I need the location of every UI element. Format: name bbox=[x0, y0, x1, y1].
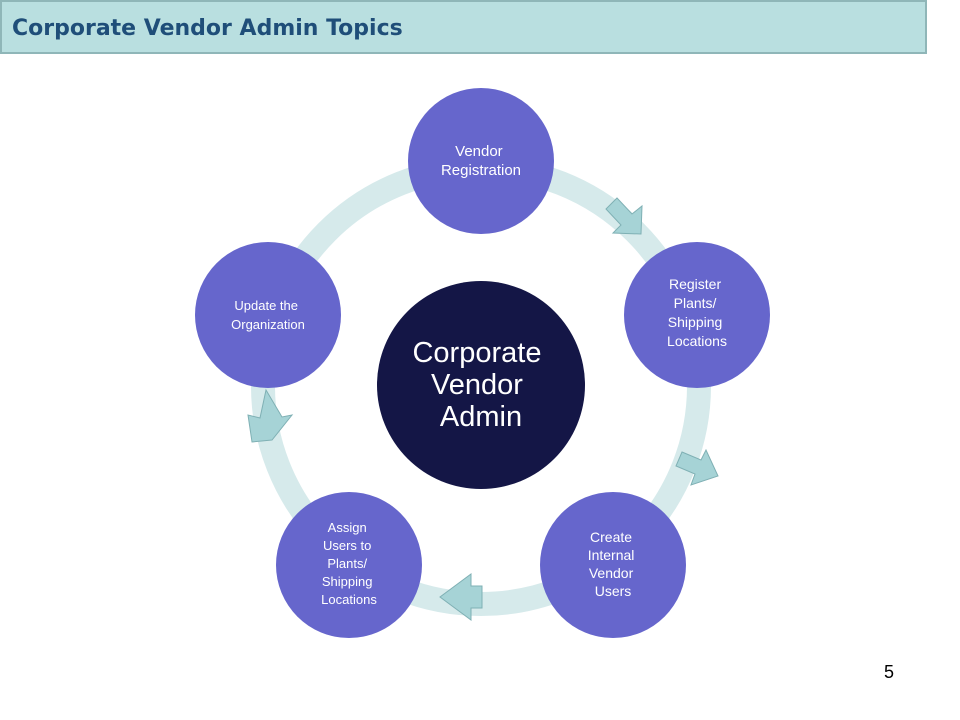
page-number: 5 bbox=[884, 662, 895, 682]
node-1-line-1: Vendor bbox=[455, 143, 503, 160]
node-4-line-2: Users to bbox=[323, 538, 371, 553]
node-1-line-2: Registration bbox=[441, 162, 521, 179]
svg-text:Update the Organization: Update the Organization bbox=[231, 298, 305, 332]
node-create-internal-vendor-users: Create Internal Vendor Users bbox=[540, 492, 686, 638]
svg-text:Corporate Vendor A: Corporate Vendor Admin bbox=[412, 337, 549, 433]
node-4-line-1: Assign bbox=[328, 520, 367, 535]
cycle-arrow-4 bbox=[247, 388, 294, 443]
svg-text:Register Plants/ S: Register Plants/ Shipping Locations bbox=[667, 276, 727, 349]
node-5-line-1: Update the bbox=[234, 298, 298, 313]
node-register-plants: Register Plants/ Shipping Locations bbox=[624, 242, 770, 388]
cycle-arrow-1 bbox=[605, 197, 643, 235]
page-title: Corporate Vendor Admin Topics bbox=[12, 16, 403, 41]
node-2-line-4: Locations bbox=[667, 333, 727, 349]
node-3-line-3: Vendor bbox=[589, 565, 634, 581]
node-2-line-3: Shipping bbox=[668, 314, 723, 330]
node-assign-users: Assign Users to Plants/ Shipping Locatio… bbox=[276, 492, 422, 638]
node-3-line-1: Create bbox=[590, 529, 632, 545]
cycle-arrow-2 bbox=[675, 448, 719, 486]
node-3-line-2: Internal bbox=[588, 547, 635, 563]
node-2-line-1: Register bbox=[669, 276, 721, 292]
center-node: Corporate Vendor Admin bbox=[377, 281, 585, 489]
node-3-line-4: Users bbox=[595, 583, 632, 599]
node-4-line-3: Plants/ bbox=[327, 556, 367, 571]
svg-text:Assign Users to Pl: Assign Users to Plants/ Shipping Locatio… bbox=[321, 520, 377, 607]
center-label-line-1: Corporate bbox=[412, 337, 541, 369]
node-vendor-registration: Vendor Registration bbox=[408, 88, 554, 234]
node-4-line-4: Shipping bbox=[322, 574, 373, 589]
node-5-line-2: Organization bbox=[231, 317, 305, 332]
node-2-line-2: Plants/ bbox=[674, 295, 717, 311]
node-update-organization: Update the Organization bbox=[195, 242, 341, 388]
svg-text:Create Internal Ve: Create Internal Vendor Users bbox=[588, 529, 639, 599]
title-bar: Corporate Vendor Admin Topics bbox=[0, 0, 927, 54]
center-label-line-2: Vendor bbox=[431, 369, 523, 401]
center-label-line-3: Admin bbox=[440, 401, 522, 433]
svg-text:Vendor Registration: Vendor Registration bbox=[441, 143, 521, 179]
node-4-line-5: Locations bbox=[321, 592, 377, 607]
cycle-arrow-3 bbox=[439, 573, 483, 621]
